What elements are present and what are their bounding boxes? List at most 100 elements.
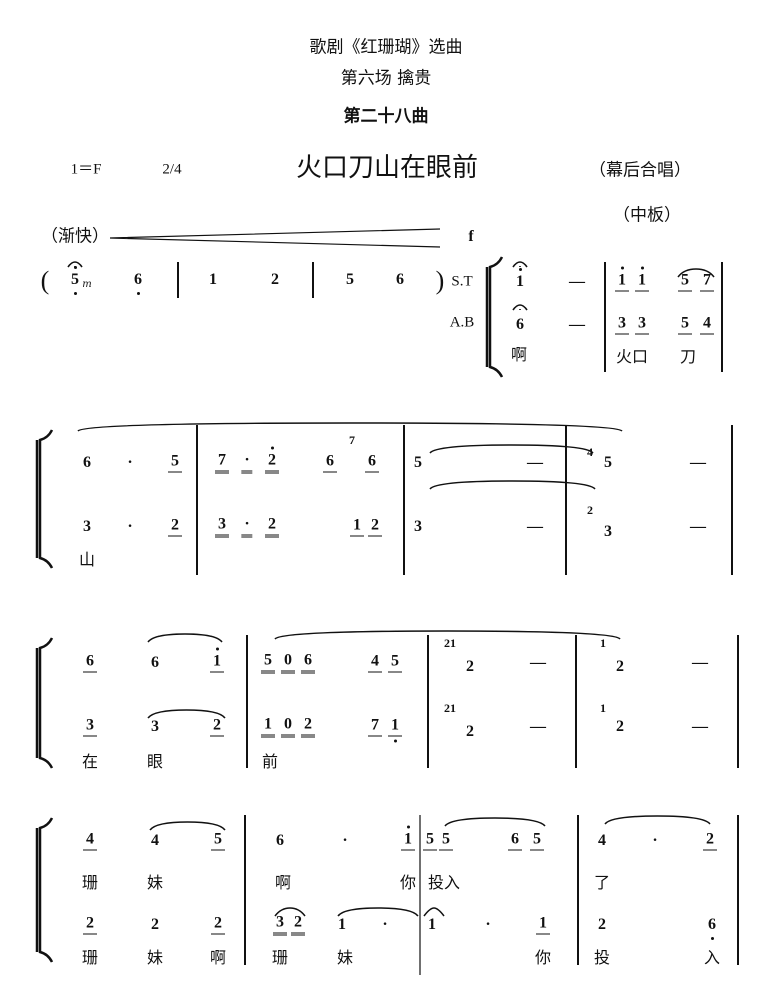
system-bracket	[35, 817, 54, 963]
performer-note: （幕后合唱）	[589, 160, 691, 181]
note: 1	[210, 647, 224, 673]
lyric: 眼	[146, 752, 164, 771]
note: 1	[635, 266, 649, 292]
grace-note: 1	[600, 636, 606, 650]
sustain-dash: —	[530, 718, 546, 735]
note: 4	[368, 653, 382, 673]
note: 5	[414, 454, 422, 471]
fermata-icon	[512, 304, 528, 311]
slur	[677, 268, 715, 278]
note: 1	[615, 266, 629, 292]
note: 2	[616, 718, 624, 735]
note: 1	[338, 916, 346, 933]
lyric: 投入	[427, 873, 461, 892]
note: 2	[703, 831, 717, 851]
note: 2	[291, 914, 305, 936]
note: 4	[83, 831, 97, 851]
note: 6	[708, 916, 716, 940]
note: 2	[301, 716, 315, 738]
note: 1	[388, 717, 402, 743]
grace-note: 1	[600, 701, 606, 715]
note: 5	[346, 271, 354, 288]
grace-note: 21	[444, 636, 456, 650]
voice-label-ab: A.B	[449, 314, 475, 331]
slur	[147, 709, 226, 719]
note: 3	[83, 717, 97, 737]
note: 2	[211, 915, 225, 935]
note: 6	[276, 832, 284, 849]
song-title: 火口刀山在眼前	[295, 153, 479, 183]
note: 3	[414, 518, 422, 535]
note: 2	[168, 517, 182, 537]
piece-number: 第二十八曲	[343, 106, 429, 127]
note: 2	[598, 916, 606, 933]
scene-title: 第六场 擒贵	[340, 68, 432, 89]
sustain-dash: —	[692, 718, 708, 735]
tempo-marking: （中板）	[613, 205, 681, 226]
accelerando-marking: （渐快）	[41, 226, 109, 247]
slur	[274, 907, 306, 917]
grace-note: 4	[587, 445, 593, 459]
note: 1	[536, 915, 550, 935]
note: 7	[368, 717, 382, 737]
sustain-dash: —	[690, 454, 706, 471]
dot: ·	[342, 832, 348, 849]
sustain-dash: —	[692, 654, 708, 671]
dot: ·	[127, 454, 133, 471]
note: 1	[401, 825, 415, 851]
note: 1	[261, 716, 275, 738]
lyric: 啊	[510, 345, 528, 364]
note: 0	[281, 716, 295, 738]
note: 7	[700, 272, 714, 292]
lyric: 你	[534, 948, 552, 967]
note: 4	[700, 315, 714, 335]
note: 1	[350, 517, 364, 537]
sustain-dash: —	[527, 454, 543, 471]
fermata-icon	[512, 261, 528, 268]
lyric: 火口	[615, 347, 649, 366]
note: 1	[516, 268, 524, 290]
note: 6	[83, 454, 91, 471]
note: 3	[635, 315, 649, 335]
paren-close: )	[435, 266, 445, 295]
note: 2	[83, 915, 97, 935]
note: 2	[265, 516, 279, 538]
note: 5	[530, 831, 544, 851]
note: 6	[365, 453, 379, 473]
sustain-dash: —	[690, 518, 706, 535]
note: 6	[323, 453, 337, 473]
note: 3	[215, 516, 229, 538]
lyric: 了	[593, 873, 611, 892]
slur	[429, 444, 594, 454]
note: 3	[83, 518, 91, 535]
lyric: 珊	[271, 948, 289, 967]
lyric: 刀	[679, 347, 697, 366]
note: 2	[271, 271, 279, 288]
note: 3	[273, 914, 287, 936]
grace-note: 21	[444, 701, 456, 715]
lyric: 妹	[336, 948, 354, 967]
note: 5	[211, 831, 225, 851]
note: 2	[210, 717, 224, 737]
system-bracket	[35, 429, 54, 569]
slur	[444, 817, 546, 827]
note: 6	[83, 653, 97, 673]
note: 3	[151, 718, 159, 735]
lyric: 入	[703, 948, 721, 967]
dynamic-forte: f	[468, 228, 474, 245]
lyric: 啊	[209, 948, 227, 967]
note: 5	[388, 653, 402, 673]
slur	[149, 821, 226, 831]
dot: ·	[241, 452, 253, 474]
note: 5	[678, 315, 692, 335]
system-bracket	[35, 637, 54, 769]
note: 6	[134, 271, 142, 295]
note: 2	[466, 658, 474, 675]
lyric: 前	[261, 752, 279, 771]
note: 5	[439, 831, 453, 851]
slur	[337, 907, 419, 917]
note: 2	[466, 723, 474, 740]
note: 5	[604, 454, 612, 471]
note: 6	[301, 652, 315, 674]
